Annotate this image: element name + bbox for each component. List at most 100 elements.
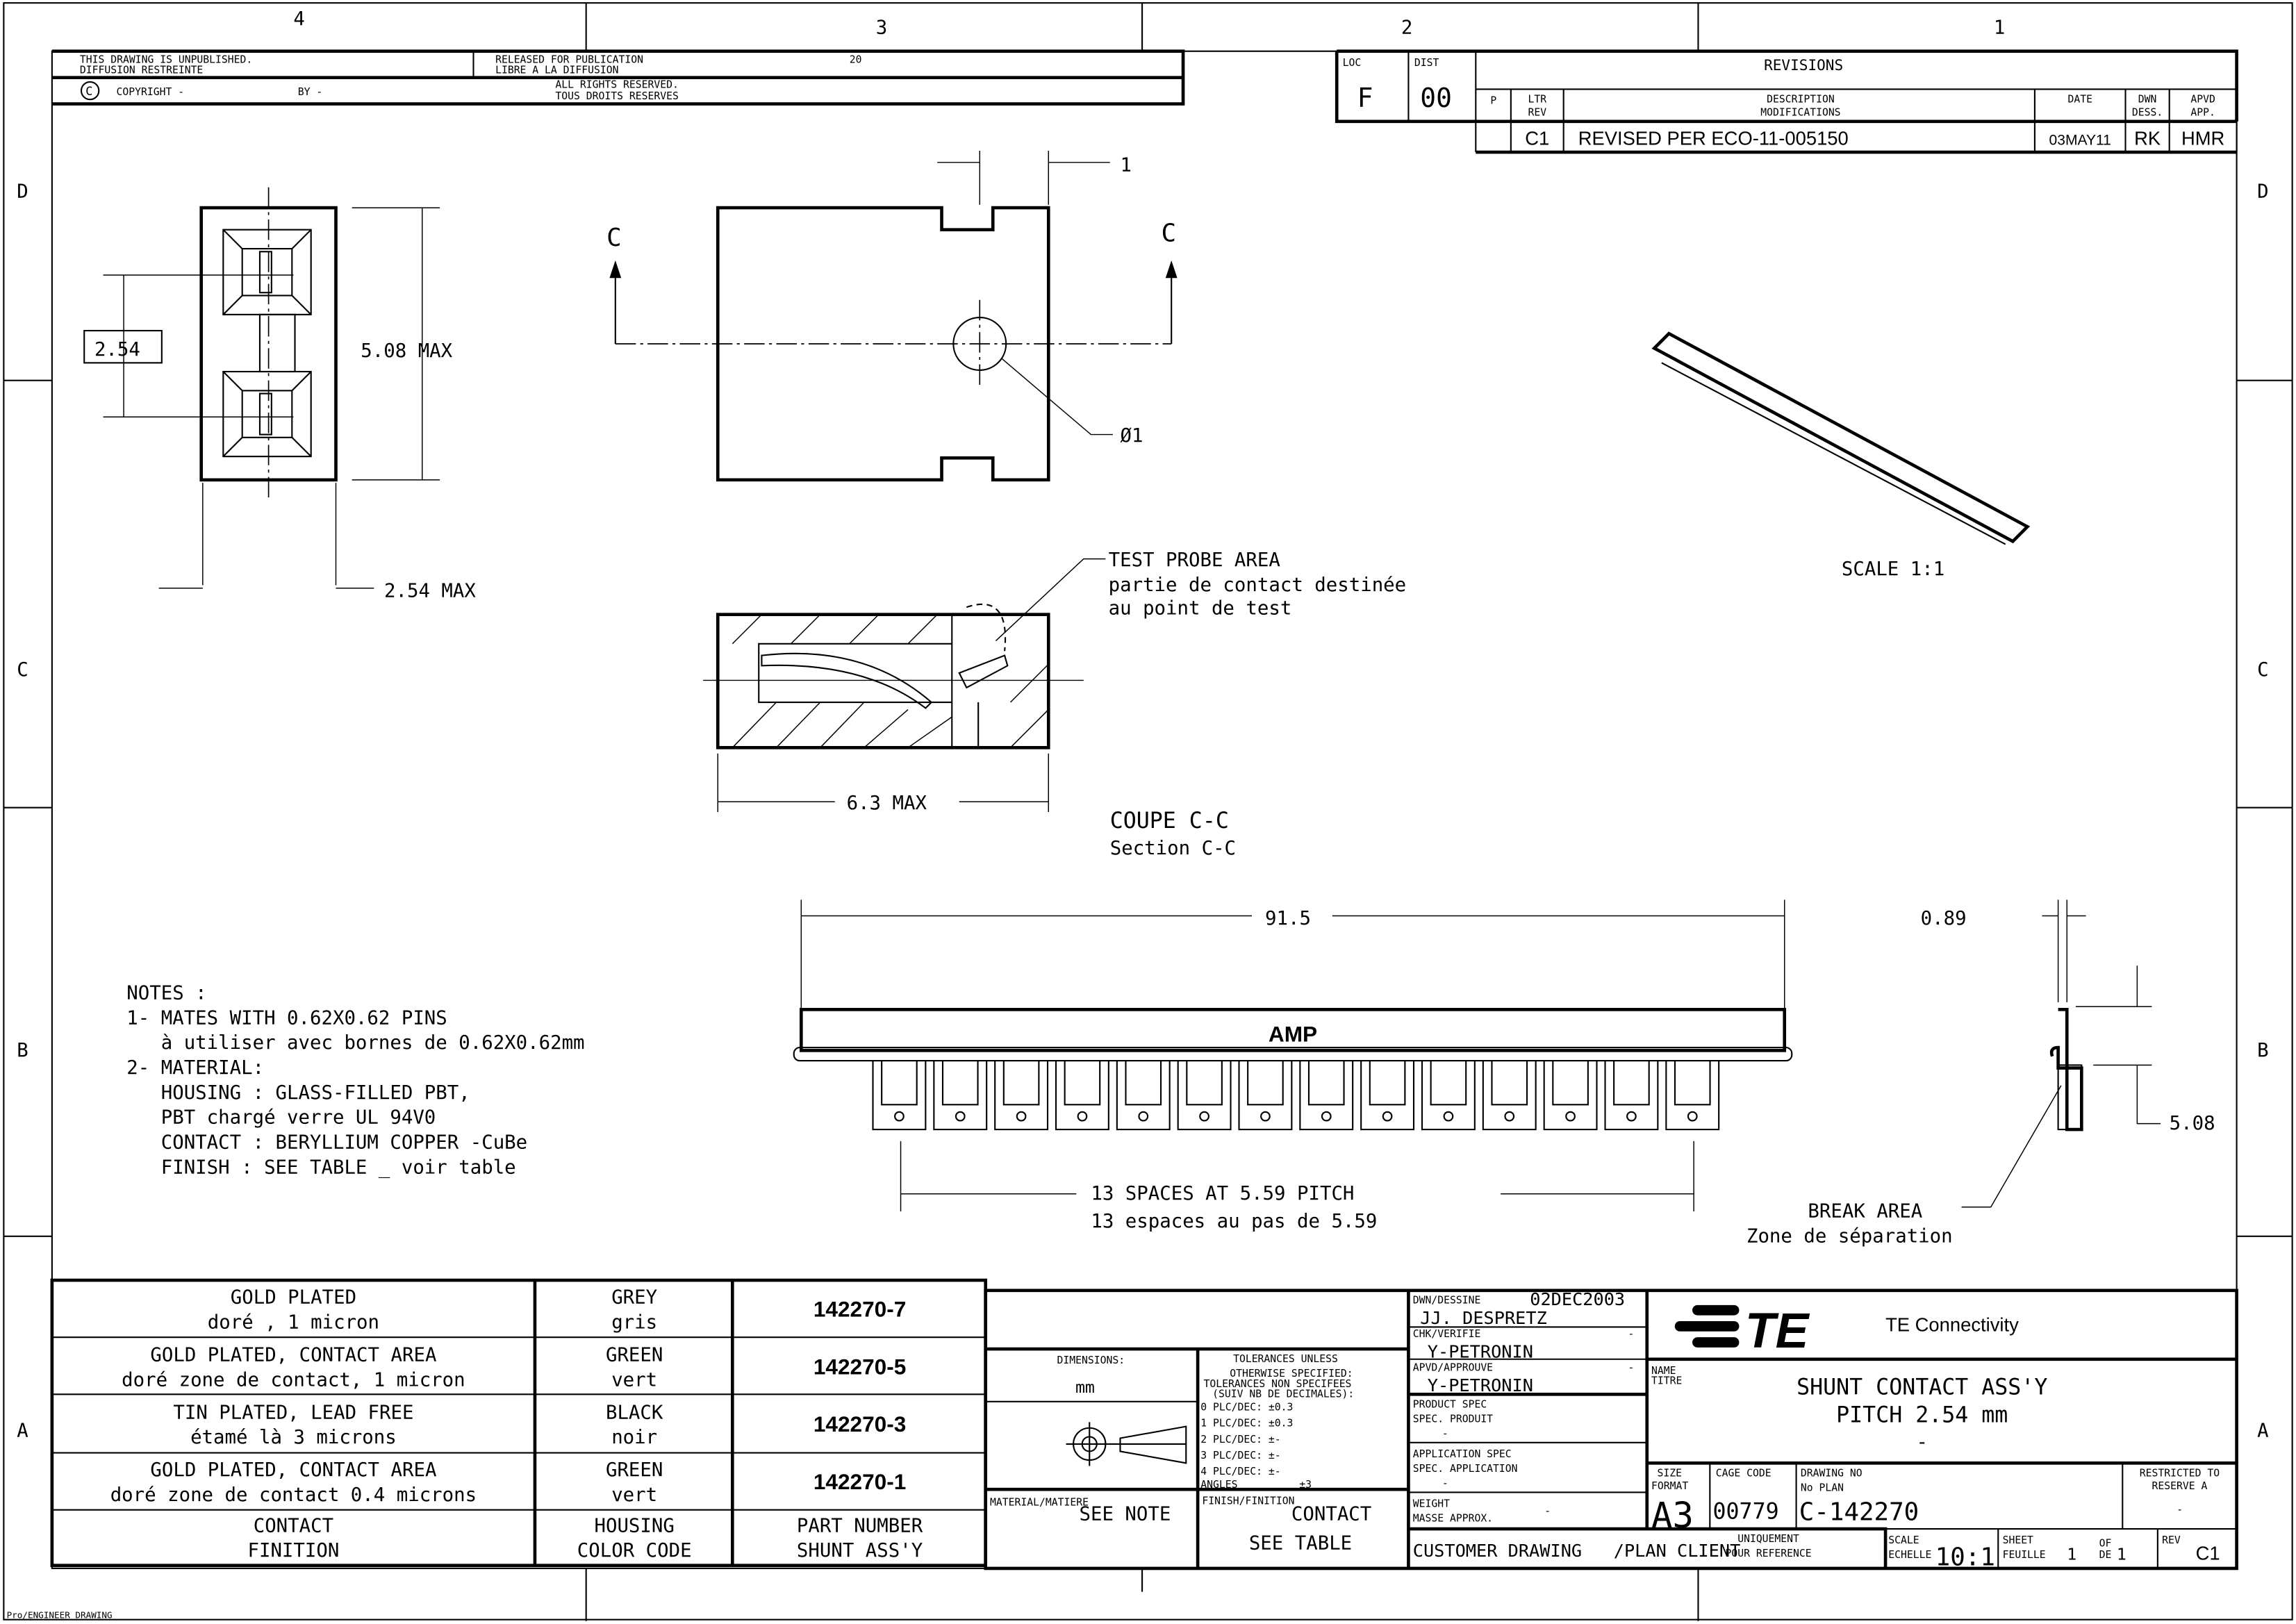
svg-text:REVISED PER ECO-11-005150: REVISED PER ECO-11-005150	[1578, 128, 1849, 149]
zone-ticks	[3, 3, 2293, 1621]
zone-col: 4	[293, 8, 304, 30]
svg-text:2- MATERIAL:: 2- MATERIAL:	[126, 1057, 264, 1079]
svg-text:TEST PROBE AREA: TEST PROBE AREA	[1109, 549, 1280, 571]
zone-row: B	[17, 1040, 28, 1061]
svg-text:ECHELLE: ECHELLE	[1888, 1549, 1931, 1561]
revision-block: LOC F DIST 00 REVISIONS P LTR REV DESCRI…	[1335, 49, 2238, 154]
svg-text:DIST: DIST	[1414, 57, 1439, 69]
svg-text:13 SPACES AT 5.59 PITCH: 13 SPACES AT 5.59 PITCH	[1091, 1183, 1354, 1204]
svg-text:doré , 1 micron: doré , 1 micron	[208, 1312, 379, 1334]
svg-text:1: 1	[2067, 1546, 2076, 1564]
loc-value: F	[1357, 83, 1373, 113]
svg-text:CHK/VERIFIE: CHK/VERIFIE	[1413, 1328, 1481, 1340]
notes: NOTES : 1- MATES WITH 0.62X0.62 PINS à u…	[126, 983, 584, 1179]
svg-text:FINITION: FINITION	[247, 1540, 339, 1561]
svg-text:LOC: LOC	[1343, 57, 1362, 69]
svg-text:COUPE C-C: COUPE C-C	[1110, 809, 1229, 834]
svg-text:REVISIONS: REVISIONS	[1764, 56, 1843, 74]
svg-text:LIBRE A LA DIFFUSION: LIBRE A LA DIFFUSION	[495, 64, 618, 76]
svg-text:partie de contact destinée: partie de contact destinée	[1109, 574, 1407, 596]
dist-value: 00	[1420, 83, 1452, 113]
zone-row: D	[2257, 181, 2268, 202]
te-logo: TE	[1674, 1303, 1810, 1359]
contact-pin	[1665, 1061, 1720, 1131]
svg-text:JJ. DESPRETZ: JJ. DESPRETZ	[1420, 1308, 1547, 1328]
svg-text:PRODUCT SPEC: PRODUCT SPEC	[1413, 1398, 1487, 1410]
contact-pin	[1543, 1061, 1598, 1131]
zone-row: D	[17, 181, 28, 202]
svg-text:3 PLC/DEC: ±-: 3 PLC/DEC: ±-	[1200, 1450, 1280, 1461]
svg-text:NOTES :: NOTES :	[126, 983, 206, 1004]
svg-text:SPEC. APPLICATION: SPEC. APPLICATION	[1413, 1463, 1518, 1475]
svg-text:TOLERANCES UNLESS: TOLERANCES UNLESS	[1233, 1353, 1338, 1365]
part-number: 142270-5	[813, 1354, 906, 1379]
svg-text:SHUNT ASS'Y: SHUNT ASS'Y	[797, 1540, 923, 1561]
svg-text:SIZE: SIZE	[1657, 1467, 1681, 1479]
svg-text:FORMAT: FORMAT	[1651, 1480, 1688, 1492]
svg-text:TOUS DROITS RESERVES: TOUS DROITS RESERVES	[555, 90, 678, 102]
part-number: 142270-7	[813, 1297, 906, 1322]
contact-pin	[1299, 1061, 1354, 1131]
outer-border	[3, 2, 2293, 1621]
svg-text:APP.: APP.	[2190, 106, 2215, 118]
svg-text:SHUNT CONTACT ASS'Y: SHUNT CONTACT ASS'Y	[1797, 1375, 2047, 1400]
svg-text:à utiliser avec bornes de 0.62: à utiliser avec bornes de 0.62X0.62mm	[126, 1032, 584, 1054]
svg-text:noir: noir	[611, 1427, 657, 1448]
svg-text:vert: vert	[611, 1369, 657, 1391]
svg-text:TE Connectivity: TE Connectivity	[1885, 1314, 2019, 1336]
svg-text:DATE: DATE	[2067, 93, 2092, 105]
svg-text:RK: RK	[2134, 128, 2161, 149]
revision-row: C1 REVISED PER ECO-11-005150 03MAY11 RK …	[1525, 128, 2224, 149]
svg-text:C-142270: C-142270	[1799, 1498, 1919, 1526]
svg-text:ANGLES ±3: ANGLES ±3	[1200, 1479, 1312, 1491]
svg-text:-: -	[2177, 1504, 2183, 1516]
contact-pin	[994, 1061, 1049, 1131]
svg-text:APVD: APVD	[2190, 93, 2215, 105]
copyright-icon	[80, 81, 100, 101]
side-view: 0.89 5.08 BREAK AREA Zone de séparation	[1746, 900, 2215, 1247]
svg-text:BY -: BY -	[298, 86, 322, 98]
svg-text:RESERVE A: RESERVE A	[2152, 1480, 2208, 1492]
svg-text:SPEC. PRODUIT: SPEC. PRODUIT	[1413, 1413, 1493, 1425]
svg-text:APPLICATION SPEC: APPLICATION SPEC	[1413, 1448, 1512, 1460]
contact-pin	[1177, 1061, 1232, 1131]
svg-text:TOLERANCES NON SPECIFEES: TOLERANCES NON SPECIFEES	[1204, 1378, 1352, 1390]
svg-text:HMR: HMR	[2181, 128, 2224, 149]
projection-symbol-icon	[1066, 1422, 1187, 1466]
svg-text:gris: gris	[611, 1312, 657, 1334]
zone-col: 3	[876, 17, 887, 38]
svg-text:0.89: 0.89	[1921, 908, 1967, 929]
svg-text:-: -	[1916, 1432, 1927, 1453]
svg-text:DWN: DWN	[2138, 93, 2157, 105]
zone-row: C	[17, 659, 28, 681]
svg-text:WEIGHT: WEIGHT	[1413, 1498, 1450, 1509]
top-view: C C 1 Ø1	[606, 150, 1178, 482]
part-number: 142270-3	[813, 1411, 906, 1436]
svg-text:C: C	[606, 224, 622, 252]
footer-note: Pro/ENGINEER DRAWING	[7, 1610, 113, 1621]
svg-text:20: 20	[850, 54, 862, 66]
svg-text:91.5: 91.5	[1265, 908, 1311, 929]
svg-text:GREEN: GREEN	[606, 1459, 663, 1481]
svg-text:-: -	[1544, 1505, 1551, 1517]
svg-text:DIFFUSION RESTREINTE: DIFFUSION RESTREINTE	[80, 64, 203, 76]
svg-text:vert: vert	[611, 1484, 657, 1506]
svg-text:PBT chargé verre UL 94V0: PBT chargé verre UL 94V0	[126, 1107, 436, 1129]
svg-text:C1: C1	[2196, 1542, 2220, 1564]
svg-text:REV: REV	[2162, 1534, 2181, 1546]
zone-row: B	[2257, 1040, 2268, 1061]
svg-text:-: -	[1442, 1477, 1448, 1489]
svg-text:CONTACT: CONTACT	[254, 1515, 333, 1536]
part-number: 142270-1	[813, 1469, 906, 1494]
svg-text:SEE TABLE: SEE TABLE	[1249, 1533, 1352, 1555]
svg-text:GOLD PLATED, CONTACT AREA: GOLD PLATED, CONTACT AREA	[150, 1344, 436, 1366]
svg-text:GREEN: GREEN	[606, 1344, 663, 1366]
svg-text:0 PLC/DEC: ±0.3: 0 PLC/DEC: ±0.3	[1200, 1401, 1293, 1413]
svg-text:(SUIV NB DE DECIMALES):: (SUIV NB DE DECIMALES):	[1212, 1389, 1354, 1400]
svg-text:5.08: 5.08	[2170, 1113, 2215, 1134]
